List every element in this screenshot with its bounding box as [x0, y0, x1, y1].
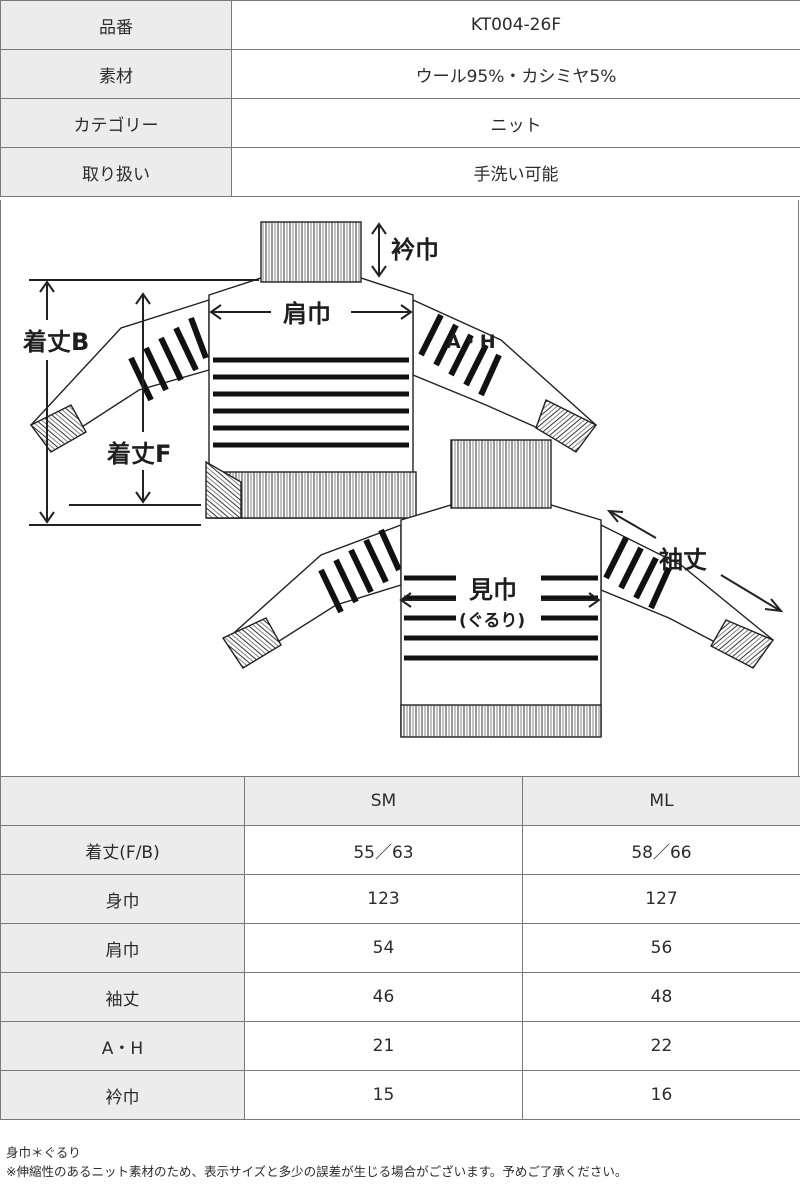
product-info-table: 品番 KT004-26F 素材 ウール95%・カシミヤ5% カテゴリー ニット … [0, 0, 800, 197]
shoulder-label-bg [271, 296, 351, 330]
info-row-category: カテゴリー ニット [0, 98, 800, 148]
shoulder-label: 肩巾 [283, 300, 331, 328]
size-row-label: 肩巾 [0, 923, 245, 973]
size-header-sm: SM [244, 776, 523, 826]
size-row-label: A・H [0, 1021, 245, 1071]
info-label: 取り扱い [0, 147, 232, 197]
armhole-label: A・H [446, 331, 496, 353]
table-row: 肩巾 54 56 [0, 923, 800, 973]
size-value: 22 [522, 1021, 800, 1071]
size-value: 55／63 [244, 825, 523, 875]
footnote-line: 身巾＊ぐるり [6, 1145, 81, 1160]
table-row: 着丈(F/B) 55／63 58／66 [0, 825, 800, 875]
size-table: SM ML 着丈(F/B) 55／63 58／66 身巾 123 127 肩巾 … [0, 776, 800, 1120]
size-header-row: SM ML [0, 776, 800, 826]
info-row-code: 品番 KT004-26F [0, 0, 800, 50]
front-sweater [29, 221, 598, 519]
size-header-empty [0, 776, 245, 826]
info-row-material: 素材 ウール95%・カシミヤ5% [0, 49, 800, 99]
info-row-care: 取り扱い 手洗い可能 [0, 147, 800, 197]
body-width-note: (ぐるり) [459, 611, 525, 631]
footnote-line: ※伸縮性のあるニット素材のため、表示サイズと多少の誤差が生じる場合がございます。… [6, 1164, 628, 1179]
size-value: 54 [244, 923, 523, 973]
size-row-label: 袖丈 [0, 972, 245, 1022]
size-row-label: 着丈(F/B) [0, 825, 245, 875]
sleeve-label: 袖丈 [659, 546, 707, 574]
size-value: 15 [244, 1070, 523, 1120]
body-width-label-bg [456, 572, 541, 632]
info-label: カテゴリー [0, 98, 232, 148]
sweater-illustration: 衿巾 肩巾 A・H 着丈B 着丈F 袖丈 見巾 (ぐるり) [23, 221, 784, 738]
measure-lines [29, 222, 784, 613]
body-width-label: 見巾 [469, 576, 517, 604]
length-front-label: 着丈F [107, 440, 171, 468]
info-value: ウール95%・カシミヤ5% [231, 49, 800, 99]
size-value: 46 [244, 972, 523, 1022]
footnotes: 身巾＊ぐるり ※伸縮性のあるニット素材のため、表示サイズと多少の誤差が生じる場合… [6, 1143, 627, 1181]
size-value: 21 [244, 1021, 523, 1071]
info-value: 手洗い可能 [231, 147, 800, 197]
info-label: 素材 [0, 49, 232, 99]
size-header-ml: ML [522, 776, 800, 826]
size-row-label: 身巾 [0, 874, 245, 924]
size-value: 58／66 [522, 825, 800, 875]
table-row: 衿巾 15 16 [0, 1070, 800, 1120]
size-value: 48 [522, 972, 800, 1022]
table-row: 袖丈 46 48 [0, 972, 800, 1022]
table-row: 身巾 123 127 [0, 874, 800, 924]
length-back-label: 着丈B [23, 328, 89, 356]
size-value: 56 [522, 923, 800, 973]
size-row-label: 衿巾 [0, 1070, 245, 1120]
size-value: 127 [522, 874, 800, 924]
info-label: 品番 [0, 0, 232, 50]
collar-label: 衿巾 [391, 236, 439, 264]
info-value: ニット [231, 98, 800, 148]
size-value: 16 [522, 1070, 800, 1120]
size-value: 123 [244, 874, 523, 924]
size-diagram: 衿巾 肩巾 A・H 着丈B 着丈F 袖丈 見巾 (ぐるり) [0, 200, 799, 776]
table-row: A・H 21 22 [0, 1021, 800, 1071]
info-value: KT004-26F [231, 0, 800, 50]
